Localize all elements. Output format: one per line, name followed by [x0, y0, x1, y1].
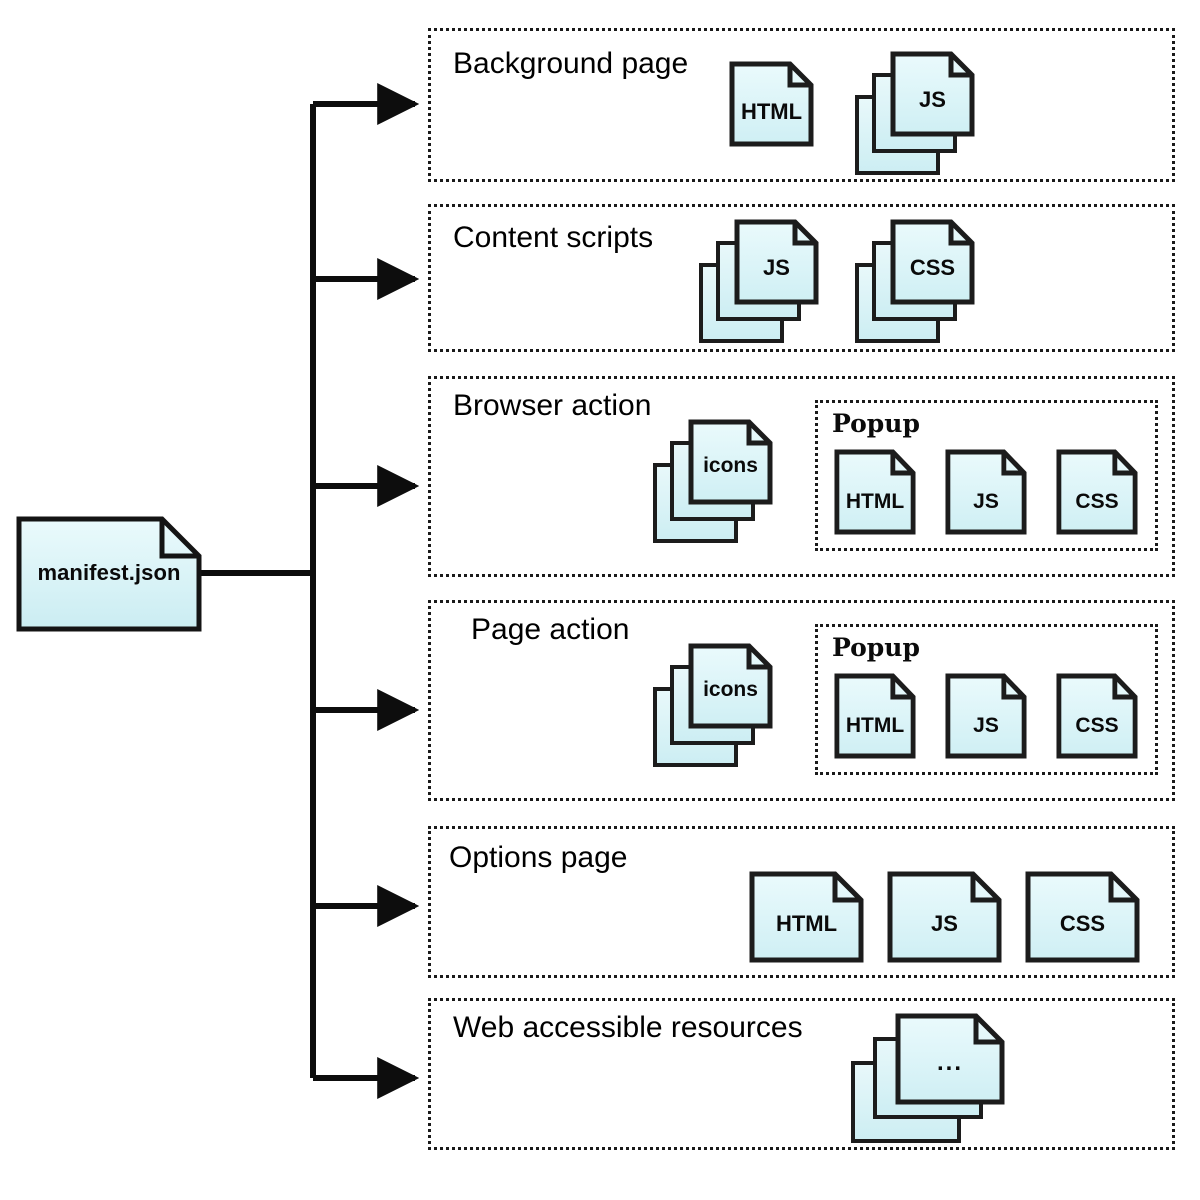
popup-group-page-action[interactable]: Popup HTML JS CSS [815, 624, 1158, 775]
section-options-page[interactable]: Options page HTML JS CSS [428, 826, 1175, 978]
file-js-icon[interactable]: JS [945, 673, 1027, 759]
section-background-page-title: Background page [453, 47, 689, 80]
section-page-action-title: Page action [471, 613, 630, 646]
section-browser-action[interactable]: Browser action icons Popup HTML [428, 376, 1175, 577]
file-css-icon[interactable]: CSS [1056, 673, 1138, 759]
file-js-icon[interactable]: JS [945, 449, 1027, 535]
section-browser-action-title: Browser action [453, 389, 652, 422]
section-options-page-title: Options page [449, 841, 628, 874]
file-js-icon[interactable]: JS [887, 871, 1002, 963]
section-background-page[interactable]: Background page HTML JS [428, 28, 1175, 182]
file-icons-stack-icon[interactable]: icons [653, 643, 773, 768]
stack-front-sheet: ... [895, 1013, 1005, 1105]
section-page-action[interactable]: Page action icons Popup HTML [428, 600, 1175, 801]
file-html-icon[interactable]: HTML [834, 449, 916, 535]
file-js-stack-icon[interactable]: JS [699, 219, 819, 344]
file-html-icon[interactable]: HTML [749, 871, 864, 963]
stack-front-sheet: CSS [890, 219, 975, 305]
stack-front-sheet: icons [688, 419, 773, 505]
section-content-scripts[interactable]: Content scripts JS CSS [428, 204, 1175, 352]
file-html-icon[interactable]: HTML [729, 61, 814, 147]
popup-group-browser-action[interactable]: Popup HTML JS CSS [815, 400, 1158, 551]
file-html-icon[interactable]: HTML [834, 673, 916, 759]
section-content-scripts-title: Content scripts [453, 221, 654, 254]
stack-front-sheet: icons [688, 643, 773, 729]
popup-title: Popup [832, 633, 920, 662]
stack-front-sheet: JS [734, 219, 819, 305]
popup-title: Popup [832, 409, 920, 438]
file-js-stack-icon[interactable]: JS [855, 51, 975, 176]
file-ellipsis-stack-icon[interactable]: ... [851, 1013, 1005, 1143]
section-web-accessible-resources-title: Web accessible resources [453, 1011, 803, 1044]
file-icons-stack-icon[interactable]: icons [653, 419, 773, 544]
file-css-icon[interactable]: CSS [1025, 871, 1140, 963]
file-document-icon [16, 516, 202, 632]
section-web-accessible-resources[interactable]: Web accessible resources ... [428, 998, 1175, 1150]
node-manifest-json[interactable]: manifest.json [16, 516, 202, 632]
file-css-stack-icon[interactable]: CSS [855, 219, 975, 344]
file-css-icon[interactable]: CSS [1056, 449, 1138, 535]
stack-front-sheet: JS [890, 51, 975, 137]
